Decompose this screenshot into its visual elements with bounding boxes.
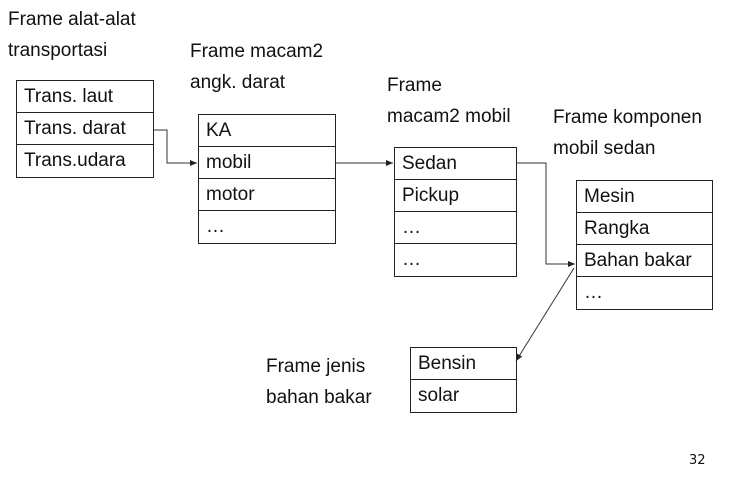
slot-trans-darat: Trans. darat — [17, 113, 153, 145]
frame-fuel-types-title: Frame jenis bahan bakar — [266, 351, 372, 413]
frame-fuel-types: Bensin solar — [410, 347, 517, 413]
link-bahan-bakar-to-bensin — [515, 267, 575, 362]
title-line: Frame jenis — [266, 356, 366, 377]
title-line: Frame alat-alat — [8, 9, 136, 30]
slot-ellipsis: … — [402, 249, 421, 270]
title-line: Frame — [387, 75, 442, 96]
title-line: angk. darat — [190, 72, 286, 93]
frame-car-types: Sedan Pickup … … — [394, 147, 517, 277]
slot-mesin: Mesin — [577, 181, 712, 213]
title-line: mobil sedan — [553, 138, 656, 159]
frame-car-types-title: Frame macam2 mobil — [387, 70, 511, 132]
page-number: 32 — [689, 453, 706, 468]
frame-land-title: Frame macam2 angk. darat — [190, 36, 323, 98]
frame-transport-title: Frame alat-alat transportasi — [8, 4, 136, 66]
slot-ellipsis: … — [206, 216, 225, 237]
slot-ellipsis: … — [584, 282, 603, 303]
slot-bahan-bakar: Bahan bakar — [577, 245, 712, 277]
slot-trans-udara: Trans.udara — [24, 150, 126, 171]
slot-rangka: Rangka — [577, 213, 712, 245]
title-line: Frame macam2 — [190, 41, 324, 62]
link-trans-darat-to-mobil — [153, 129, 197, 166]
frame-sedan-components: Mesin Rangka Bahan bakar … — [576, 180, 713, 310]
slot-ellipsis: … — [395, 212, 516, 244]
title-line: transportasi — [8, 40, 108, 61]
title-line: Frame komponen — [553, 107, 702, 128]
slot-pickup: Pickup — [395, 180, 516, 212]
slot-sedan: Sedan — [395, 148, 516, 180]
frame-sedan-components-title: Frame komponen mobil sedan — [553, 102, 702, 164]
slot-bensin: Bensin — [411, 348, 516, 380]
slot-trans-laut: Trans. laut — [17, 81, 153, 113]
title-line: bahan bakar — [266, 387, 372, 408]
slot-mobil: mobil — [199, 147, 335, 179]
slot-solar: solar — [418, 385, 460, 406]
frame-transport: Trans. laut Trans. darat Trans.udara — [16, 80, 154, 178]
frame-land-vehicles: KA mobil motor … — [198, 114, 336, 244]
link-sedan-to-bahan-bakar — [516, 162, 575, 267]
slot-motor: motor — [199, 179, 335, 211]
slot-ka: KA — [199, 115, 335, 147]
title-line: macam2 mobil — [387, 106, 511, 127]
